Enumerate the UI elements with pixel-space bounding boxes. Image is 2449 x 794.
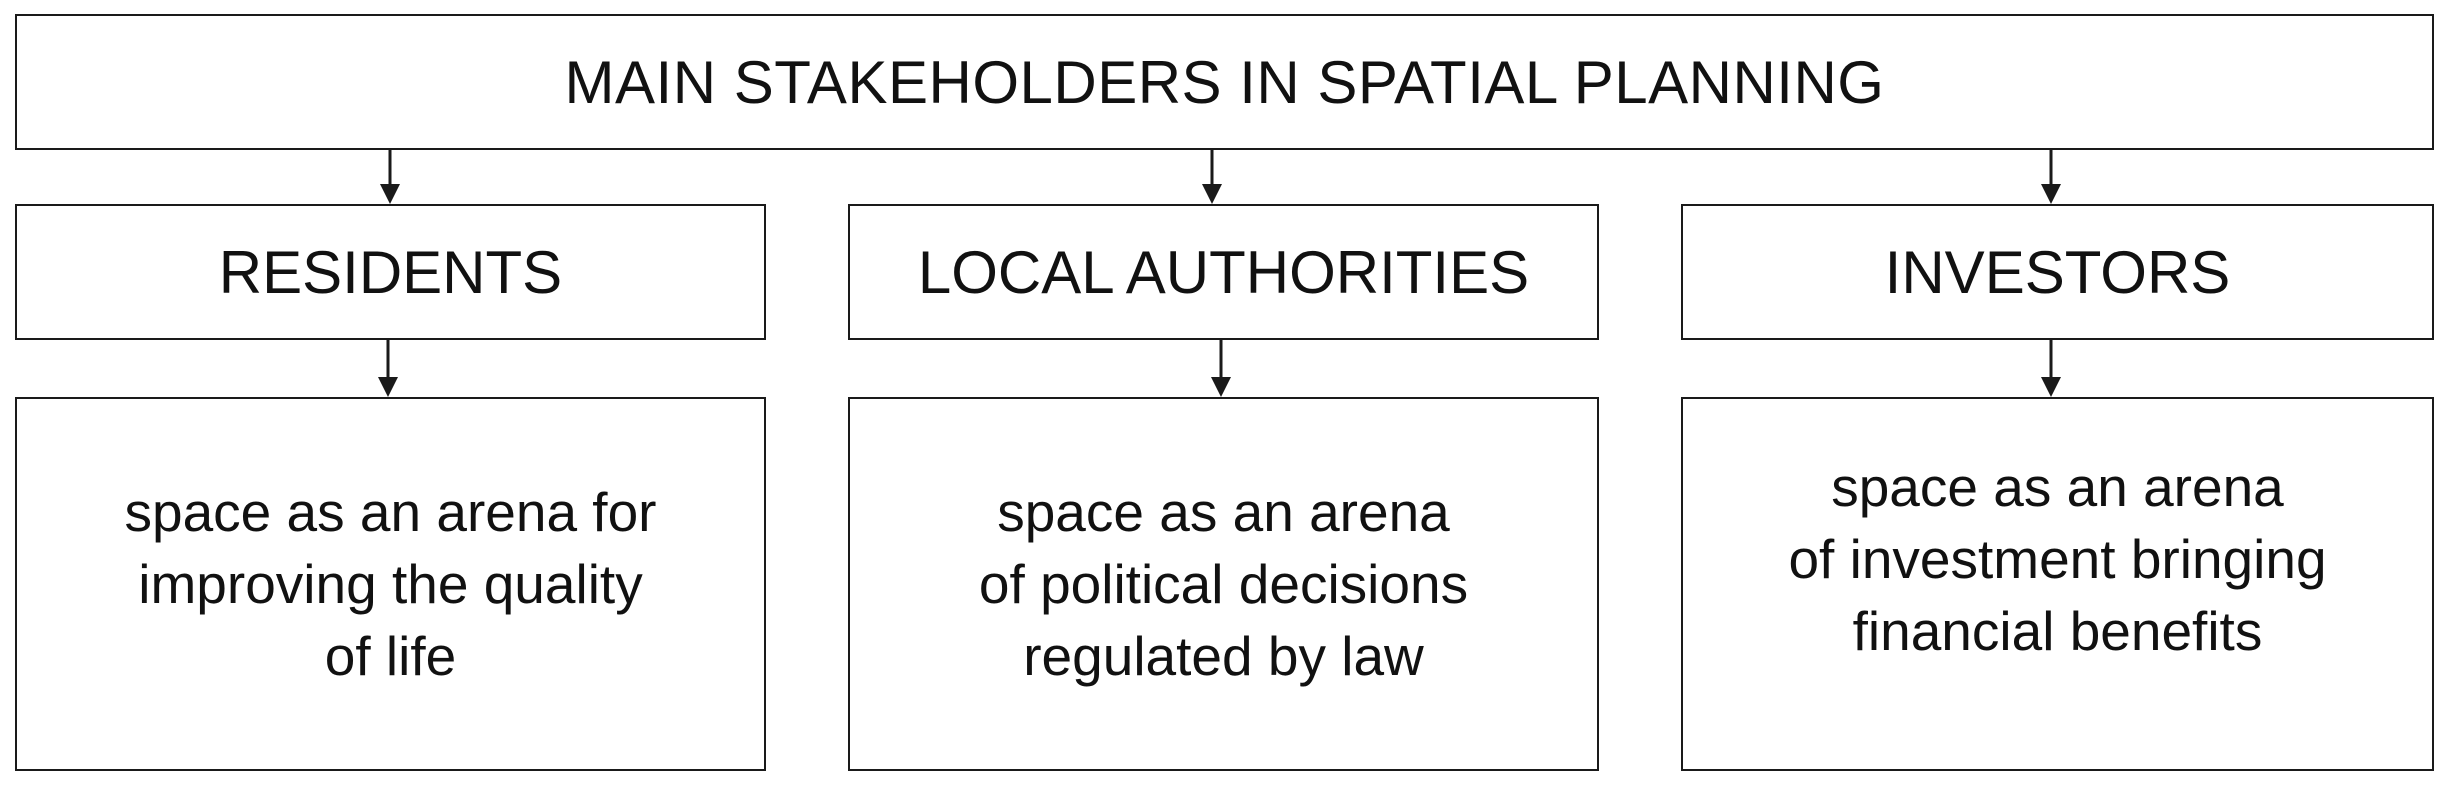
investors-description-line: space as an arena xyxy=(1831,456,2284,518)
title-to-local-authorities-arrow xyxy=(1202,150,1222,204)
local-authorities-to-description-arrow xyxy=(1211,340,1231,397)
residents-to-description-arrow xyxy=(378,340,398,397)
title-to-residents-arrow xyxy=(380,150,400,204)
diagram-title: MAIN STAKEHOLDERS IN SPATIAL PLANNING xyxy=(15,14,2434,150)
local-authorities-description-line: space as an arena xyxy=(997,481,1450,543)
residents-description-line: space as an arena for xyxy=(124,481,657,543)
local-authorities-description-line: of political decisions xyxy=(978,553,1469,615)
residents-description: space as an arena for improving the qual… xyxy=(15,397,766,771)
residents-description-line: improving the quality xyxy=(138,553,643,615)
investors-description-line: financial benefits xyxy=(1852,600,2263,662)
local-authorities-description: space as an arena of political decisions… xyxy=(848,397,1599,771)
investors-description: space as an arena of investment bringing… xyxy=(1681,397,2434,771)
stakeholder-investors: INVESTORS xyxy=(1681,204,2434,340)
local-authorities-description-line: regulated by law xyxy=(1023,625,1424,687)
stakeholder-local-authorities: LOCAL AUTHORITIES xyxy=(848,204,1599,340)
residents-description-line: of life xyxy=(324,625,457,687)
title-to-investors-arrow xyxy=(2041,150,2061,204)
investors-to-description-arrow xyxy=(2041,340,2061,397)
stakeholder-residents: RESIDENTS xyxy=(15,204,766,340)
investors-description-line: of investment bringing xyxy=(1788,528,2327,590)
